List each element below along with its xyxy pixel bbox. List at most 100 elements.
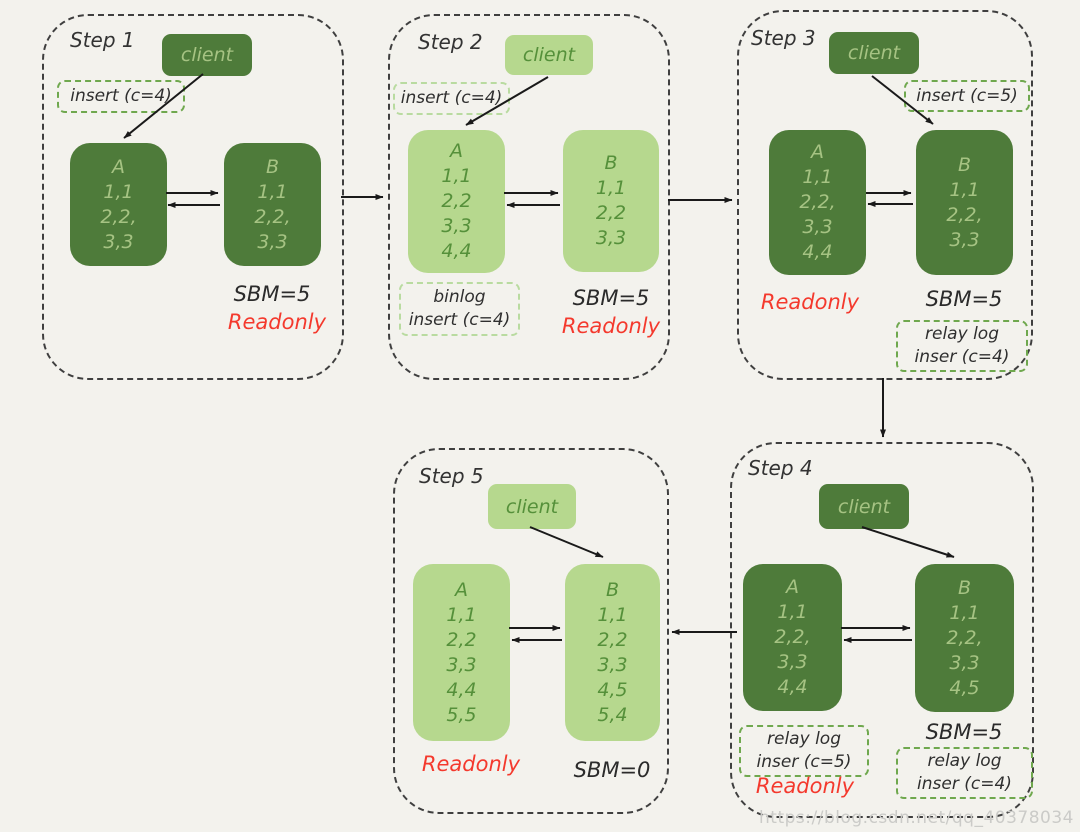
- node-row: 1,1: [802, 166, 833, 188]
- node-row: 4,4: [441, 240, 472, 262]
- node-row: 2,2: [595, 202, 627, 224]
- node-row: 3,3: [595, 227, 627, 249]
- node-row: 2,2,: [254, 205, 291, 228]
- client-label: client: [847, 42, 901, 64]
- node-row: 4,4: [802, 241, 833, 263]
- node-row: 1,1: [597, 603, 628, 626]
- node-row: 5,4: [597, 703, 628, 726]
- node-row: 3,3: [597, 653, 628, 676]
- node-row: 3,3: [949, 228, 980, 251]
- step-5-label: Step 5: [419, 464, 484, 488]
- node-row: 3,3: [441, 215, 472, 237]
- node-row: 4,5: [597, 678, 628, 701]
- step-2-insert-note: insert (c=4): [393, 82, 510, 115]
- step-2-readonly-status: Readonly: [561, 314, 661, 338]
- note-line: inser (c=4): [917, 774, 1012, 794]
- step-2-node-a: A 1,1 2,2 3,3 4,4: [408, 130, 505, 273]
- node-row: 3,3: [802, 216, 833, 238]
- node-row: 3,3: [103, 230, 134, 253]
- node-row: 1,1: [103, 180, 134, 203]
- note-text: insert (c=4): [70, 86, 172, 106]
- step-1-sbm-status: SBM=5: [233, 282, 311, 306]
- node-row: 2,2,: [946, 203, 983, 226]
- watermark-text: https://blog.csdn.net/qq_40378034: [759, 808, 1074, 828]
- note-line: relay log: [767, 729, 841, 749]
- step-3-container: Step 3 client insert (c=5) A 1,1 2,2, 3,…: [737, 10, 1033, 380]
- step-2-sbm-status: SBM=5: [572, 286, 650, 310]
- step-1-label: Step 1: [70, 28, 135, 52]
- step-1-client-node: client: [162, 34, 252, 76]
- step-3-node-b: B 1,1 2,2, 3,3: [916, 130, 1013, 275]
- note-text: insert (c=5): [916, 85, 1018, 106]
- note-line: relay log: [925, 324, 999, 344]
- step-4-client-node: client: [819, 484, 909, 529]
- client-label: client: [522, 44, 576, 66]
- step-4-container: Step 4 client A 1,1 2,2, 3,3 4,4 B 1,1 2…: [730, 442, 1034, 818]
- step-2-node-b: B 1,1 2,2 3,3: [563, 130, 659, 272]
- node-row: 1,1: [595, 177, 627, 199]
- node-row: 4,4: [446, 678, 477, 701]
- step-1-insert-note: insert (c=4): [57, 80, 185, 113]
- node-row: 2,2,: [100, 205, 137, 228]
- step-4-label: Step 4: [748, 456, 813, 480]
- node-row: 3,3: [777, 651, 808, 673]
- node-row: 2,2: [597, 628, 628, 651]
- step-1-readonly-status: Readonly: [227, 310, 327, 334]
- step-1-container: Step 1 client insert (c=4) A 1,1 2,2, 3,…: [42, 14, 344, 380]
- node-name: A: [450, 140, 463, 162]
- node-row: 2,2,: [946, 626, 983, 649]
- step-4-relay-log-note-b: relay log inser (c=4): [896, 747, 1033, 799]
- step-4-node-a: A 1,1 2,2, 3,3 4,4: [743, 564, 842, 711]
- step-5-readonly-status: Readonly: [421, 752, 521, 776]
- step-2-binlog-note: binlog insert (c=4): [399, 282, 520, 336]
- client-label: client: [180, 44, 234, 66]
- node-name: A: [455, 578, 468, 601]
- step-5-client-node: client: [488, 484, 576, 529]
- step-3-node-a: A 1,1 2,2, 3,3 4,4: [769, 130, 866, 275]
- step-3-client-node: client: [829, 32, 919, 74]
- node-row: 5,5: [446, 703, 477, 726]
- step-3-label: Step 3: [751, 26, 816, 50]
- step-2-client-node: client: [505, 35, 593, 75]
- node-name: A: [786, 576, 799, 598]
- client-label: client: [505, 495, 559, 518]
- note-line: binlog: [433, 287, 486, 307]
- node-row: 4,5: [949, 676, 980, 699]
- node-row: 1,1: [949, 178, 980, 201]
- step-3-sbm-status: SBM=5: [925, 287, 1003, 311]
- node-name: A: [811, 141, 824, 163]
- node-row: 2,2,: [774, 626, 811, 648]
- step-4-node-b: B 1,1 2,2, 3,3 4,5: [915, 564, 1014, 712]
- client-label: client: [837, 495, 891, 518]
- node-name: B: [265, 155, 280, 178]
- node-name: A: [112, 155, 125, 178]
- node-name: B: [604, 152, 618, 174]
- note-text: insert (c=4): [400, 88, 503, 108]
- note-line: insert (c=4): [408, 310, 511, 330]
- node-name: B: [605, 578, 620, 601]
- step-1-node-b: B 1,1 2,2, 3,3: [224, 143, 321, 266]
- node-row: 4,4: [777, 676, 808, 698]
- step-5-sbm-status: SBM=0: [573, 758, 651, 782]
- node-row: 3,3: [257, 230, 288, 253]
- step-5-node-b: B 1,1 2,2 3,3 4,5 5,4: [565, 564, 660, 741]
- node-row: 2,2: [441, 190, 472, 212]
- step-4-relay-log-note-a: relay log inser (c=5): [739, 725, 869, 777]
- node-name: B: [957, 153, 972, 176]
- note-line: inser (c=4): [914, 347, 1010, 367]
- step-4-sbm-status: SBM=5: [925, 720, 1003, 744]
- step-3-readonly-status: Readonly: [760, 290, 860, 314]
- step-1-node-a: A 1,1 2,2, 3,3: [70, 143, 167, 266]
- node-row: 1,1: [446, 603, 477, 626]
- node-name: B: [957, 576, 972, 599]
- step-4-readonly-status: Readonly: [755, 774, 855, 798]
- step-3-relay-log-note: relay log inser (c=4): [896, 320, 1028, 372]
- note-line: inser (c=5): [756, 752, 852, 772]
- step-3-insert-note: insert (c=5): [904, 80, 1030, 112]
- step-2-container: Step 2 client insert (c=4) A 1,1 2,2 3,3…: [388, 14, 670, 380]
- step-2-label: Step 2: [418, 30, 483, 54]
- node-row: 1,1: [777, 601, 808, 623]
- node-row: 2,2,: [799, 191, 836, 213]
- node-row: 2,2: [446, 628, 477, 651]
